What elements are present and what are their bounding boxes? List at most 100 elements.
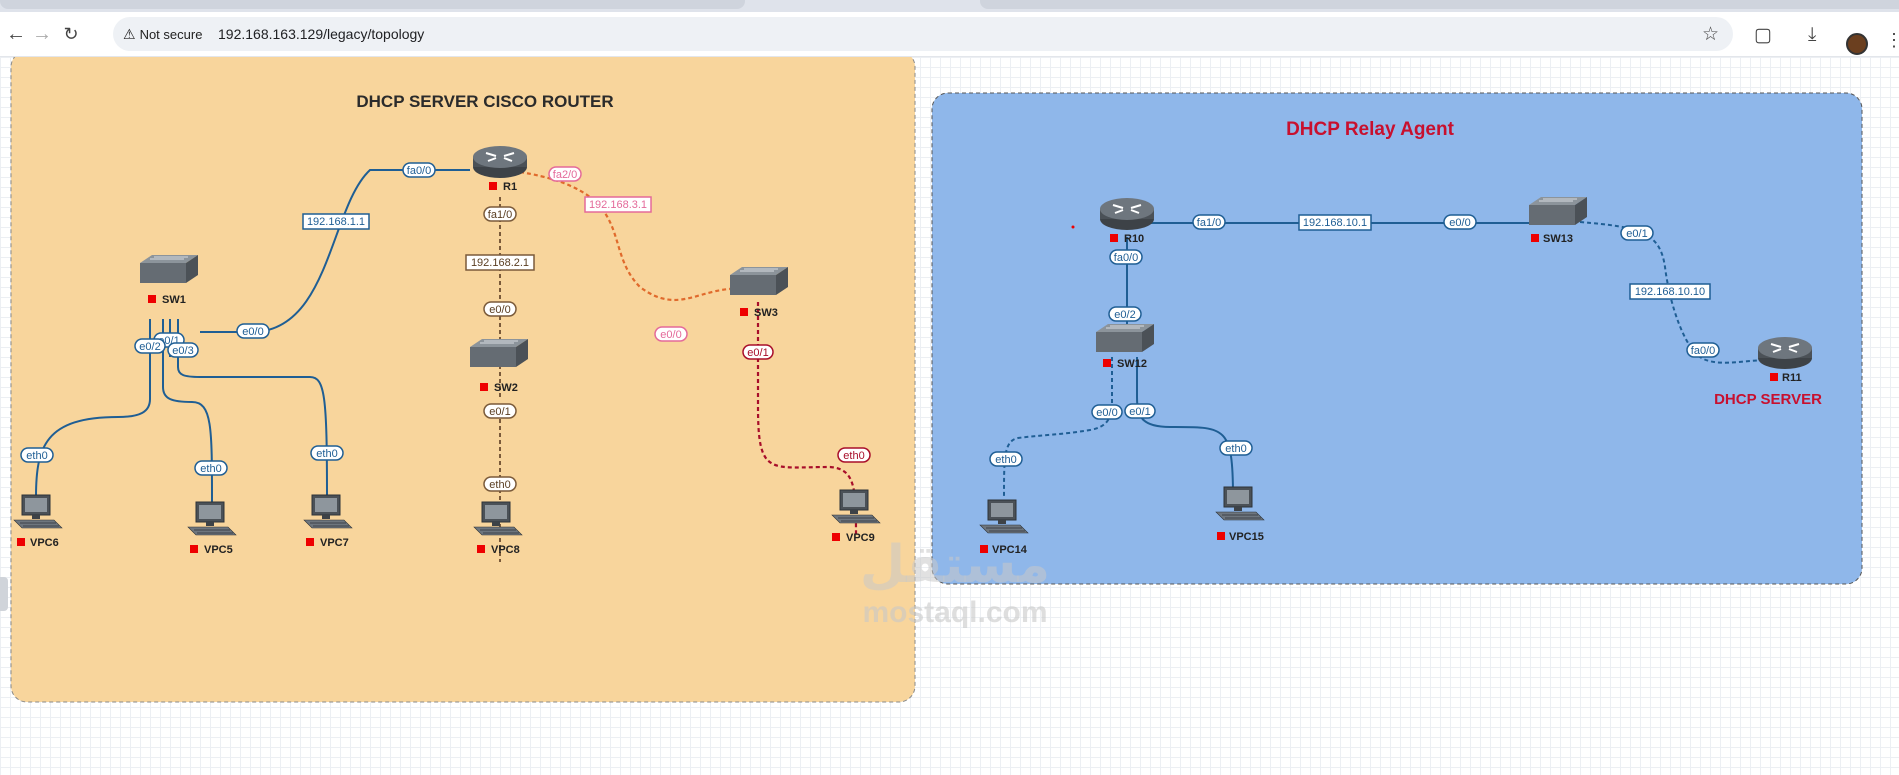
extensions-icon[interactable]: ▢ <box>1754 25 1772 46</box>
label-sw1-e03[interactable]: e0/3 <box>167 342 199 358</box>
zone-left-title: DHCP SERVER CISCO ROUTER <box>356 92 613 111</box>
red-dot <box>1071 225 1075 229</box>
label-net-192-168-3-1[interactable]: 192.168.3.1 <box>584 196 652 213</box>
svg-text:eth0: eth0 <box>200 463 221 475</box>
forward-icon[interactable]: → <box>32 22 52 45</box>
svg-text:eth0: eth0 <box>995 454 1016 466</box>
browser-toolbar: ← → ↻ ⚠ Not secure 192.168.163.129/legac… <box>0 12 1899 57</box>
node-label-vpc15: VPC15 <box>1229 531 1264 543</box>
tab-strip <box>0 0 1899 12</box>
switch-sw2[interactable] <box>469 338 529 368</box>
label-r1-fa00[interactable]: fa0/0 <box>402 162 436 178</box>
security-chip[interactable]: ⚠ Not secure <box>123 25 202 43</box>
reload-icon[interactable]: ↻ <box>63 23 79 44</box>
label-net-192-168-10-1[interactable]: 192.168.10.1 <box>1298 214 1372 231</box>
switch-sw13[interactable] <box>1528 196 1588 226</box>
router-r10[interactable] <box>1099 197 1155 231</box>
node-label-sw2: SW2 <box>494 382 518 394</box>
node-label-vpc5: VPC5 <box>204 544 233 556</box>
label-r10-fa00[interactable]: fa0/0 <box>1109 249 1143 265</box>
warning-icon: ⚠ <box>123 25 136 42</box>
node-label-sw1: SW1 <box>162 294 186 306</box>
label-r10-fa10[interactable]: fa1/0 <box>1192 214 1226 230</box>
node-label-sw13: SW13 <box>1543 233 1573 245</box>
label-sw3-e00[interactable]: e0/0 <box>654 326 688 342</box>
label-net-192-168-10-10[interactable]: 192.168.10.10 <box>1629 283 1711 300</box>
label-vpc6-eth0[interactable]: eth0 <box>20 447 54 463</box>
svg-text:e0/1: e0/1 <box>1626 228 1647 240</box>
label-sw1-e02[interactable]: e0/2 <box>134 338 166 354</box>
label-vpc5-eth0[interactable]: eth0 <box>194 460 228 476</box>
svg-text:192.168.10.1: 192.168.10.1 <box>1303 217 1367 229</box>
svg-text:e0/3: e0/3 <box>172 345 193 357</box>
download-icon[interactable]: ⤓ <box>1808 24 1817 45</box>
node-label-r1: R1 <box>503 181 517 193</box>
switch-sw1[interactable] <box>139 254 199 284</box>
node-label-r11: R11 <box>1782 372 1802 384</box>
label-r1-fa10[interactable]: fa1/0 <box>483 206 517 222</box>
label-sw13-e01[interactable]: e0/1 <box>1620 225 1654 241</box>
svg-text:e0/1: e0/1 <box>1129 406 1150 418</box>
svg-text:eth0: eth0 <box>489 479 510 491</box>
router-r11[interactable] <box>1757 336 1813 370</box>
label-sw2-e01[interactable]: e0/1 <box>483 403 517 419</box>
svg-text:eth0: eth0 <box>316 448 337 460</box>
watermark-arabic: مستقل <box>860 535 1050 595</box>
node-label-vpc9: VPC9 <box>846 532 875 544</box>
tab-active[interactable] <box>0 0 745 9</box>
label-sw2-e00[interactable]: e0/0 <box>483 301 517 317</box>
label-r1-fa20[interactable]: fa2/0 <box>548 166 582 182</box>
bookmark-star-icon[interactable]: ☆ <box>1701 24 1719 45</box>
side-panel-handle[interactable] <box>0 577 8 611</box>
label-sw12-e00[interactable]: e0/0 <box>1091 404 1123 420</box>
label-vpc8-eth0[interactable]: eth0 <box>483 476 517 492</box>
svg-text:e0/2: e0/2 <box>139 341 160 353</box>
zone-right-title: DHCP Relay Agent <box>1286 119 1455 140</box>
label-net-192-168-2-1[interactable]: 192.168.2.1 <box>465 254 535 271</box>
svg-text:fa1/0: fa1/0 <box>488 209 512 221</box>
label-vpc7-eth0[interactable]: eth0 <box>310 445 344 461</box>
topology-canvas[interactable]: DHCP SERVER CISCO ROUTER DHCP Relay Agen… <box>0 57 1899 775</box>
url-text[interactable]: 192.168.163.129/legacy/topology <box>218 26 425 42</box>
svg-text:eth0: eth0 <box>26 450 47 462</box>
profile-avatar[interactable] <box>1846 33 1868 55</box>
label-vpc14-eth0[interactable]: eth0 <box>989 451 1023 467</box>
node-label-vpc6: VPC6 <box>30 537 59 549</box>
label-sw12-e01[interactable]: e0/1 <box>1124 403 1156 419</box>
node-label-vpc14: VPC14 <box>992 544 1028 556</box>
svg-text:e0/0: e0/0 <box>1096 407 1117 419</box>
label-net-192-168-1-1[interactable]: 192.168.1.1 <box>302 213 370 230</box>
svg-text:fa2/0: fa2/0 <box>553 169 577 181</box>
label-vpc15-eth0[interactable]: eth0 <box>1219 440 1253 456</box>
svg-text:fa0/0: fa0/0 <box>1691 345 1715 357</box>
svg-text:192.168.10.10: 192.168.10.10 <box>1635 286 1705 298</box>
svg-text:192.168.3.1: 192.168.3.1 <box>589 199 647 211</box>
svg-text:eth0: eth0 <box>1225 443 1246 455</box>
switch-sw3[interactable] <box>729 266 789 296</box>
node-label-r10: R10 <box>1124 233 1144 245</box>
back-icon[interactable]: ← <box>6 22 26 45</box>
label-sw12-e02[interactable]: e0/2 <box>1108 306 1142 322</box>
watermark-latin: mostaql.com <box>862 596 1047 629</box>
label-sw1-e00[interactable]: e0/0 <box>236 323 270 339</box>
router-r1[interactable] <box>472 145 528 179</box>
zone-right <box>931 92 1863 585</box>
node-label-vpc7: VPC7 <box>320 537 349 549</box>
svg-text:fa0/0: fa0/0 <box>407 165 431 177</box>
menu-icon[interactable]: ⋮ <box>1885 30 1899 50</box>
svg-text:eth0: eth0 <box>843 450 864 462</box>
label-vpc9-eth0[interactable]: eth0 <box>837 447 871 463</box>
svg-text:fa0/0: fa0/0 <box>1114 252 1138 264</box>
switch-sw12[interactable] <box>1095 323 1155 353</box>
svg-text:192.168.2.1: 192.168.2.1 <box>471 257 529 269</box>
dhcp-server-label: DHCP SERVER <box>1714 391 1822 408</box>
tab-inactive[interactable] <box>980 0 1899 9</box>
node-label-vpc8: VPC8 <box>491 544 520 556</box>
node-label-sw12: SW12 <box>1117 358 1147 370</box>
svg-text:e0/0: e0/0 <box>242 326 263 338</box>
label-sw13-e00[interactable]: e0/0 <box>1443 214 1477 230</box>
svg-text:e0/1: e0/1 <box>747 347 768 359</box>
label-sw3-e01[interactable]: e0/1 <box>742 344 774 360</box>
address-bar[interactable]: ⚠ Not secure 192.168.163.129/legacy/topo… <box>113 17 1733 51</box>
label-r11-fa00[interactable]: fa0/0 <box>1686 342 1720 358</box>
